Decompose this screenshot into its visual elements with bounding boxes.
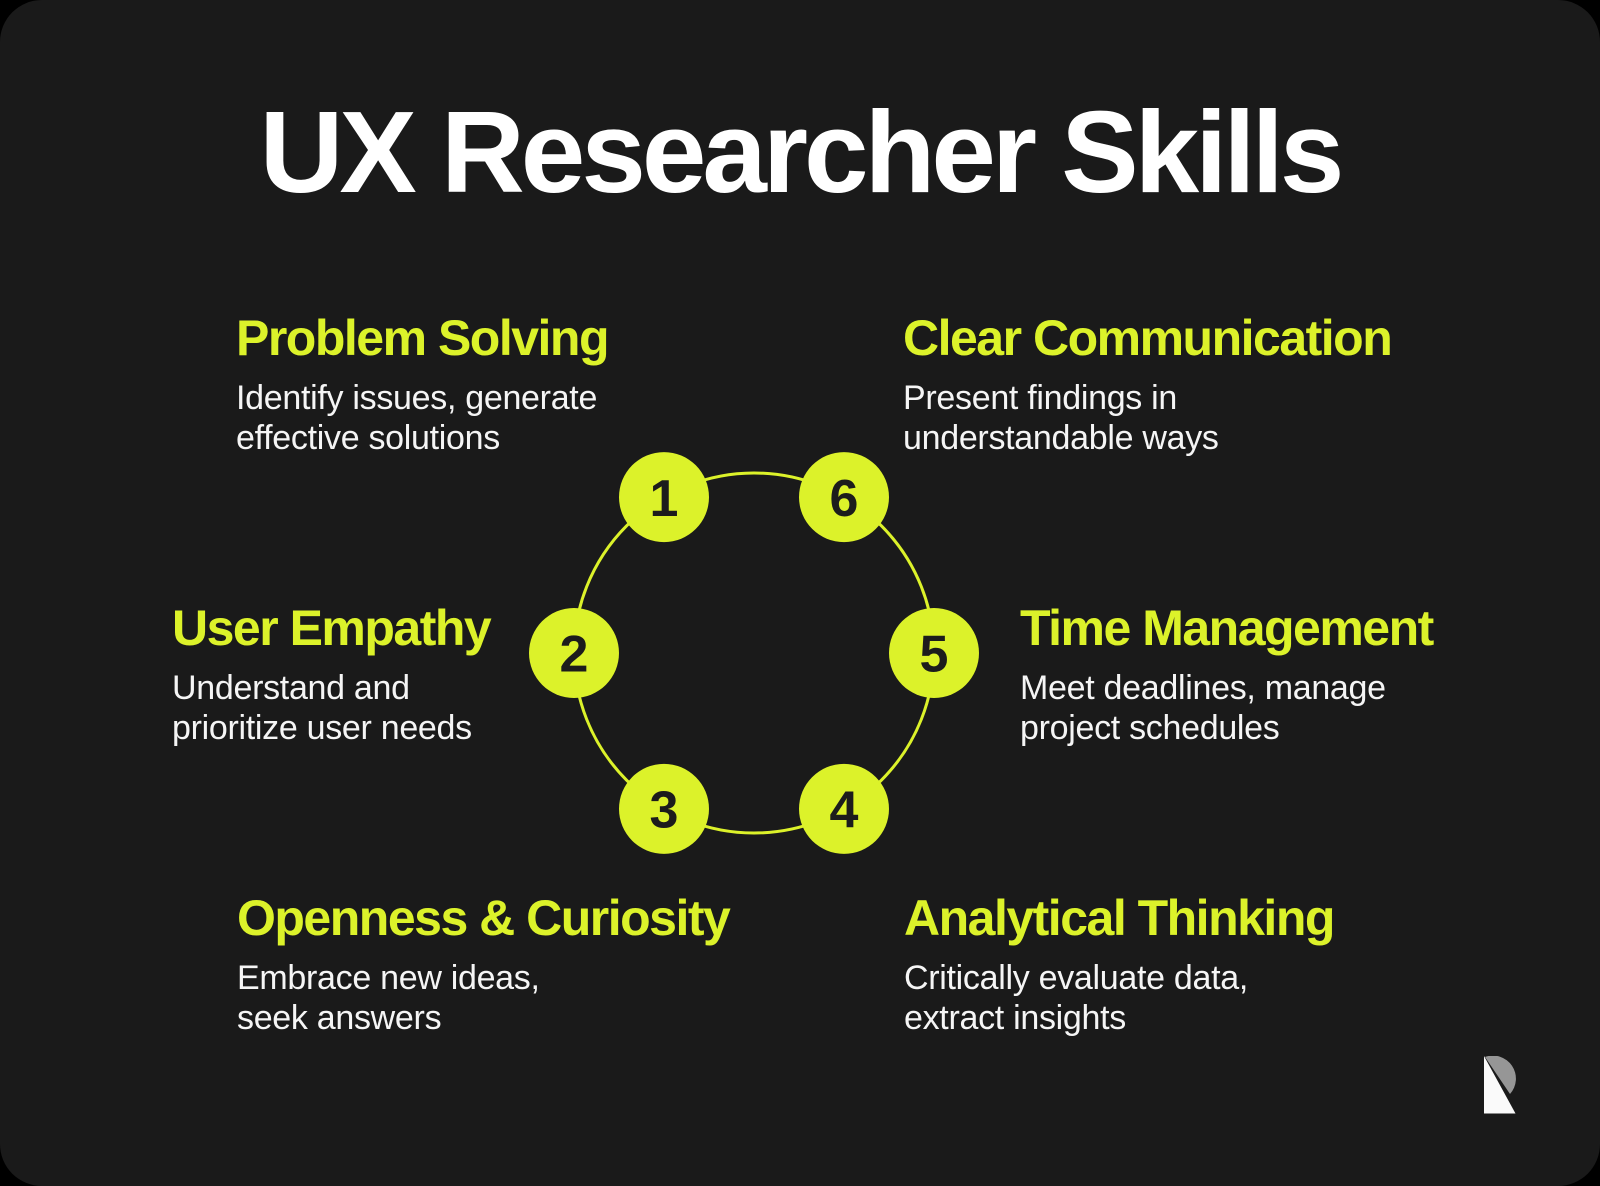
cycle-node-2: 2 — [529, 608, 619, 698]
skill-problem-solving: Problem Solving Identify issues, generat… — [236, 308, 796, 458]
cycle-node-6: 6 — [799, 452, 889, 543]
skill-description: Embrace new ideas, seek answers — [237, 958, 797, 1038]
skill-description: Present findings in understandable ways — [903, 378, 1463, 458]
skill-description-line: seek answers — [237, 999, 442, 1037]
cycle-node-number: 1 — [650, 470, 679, 528]
skill-description-line: Meet deadlines, manage — [1020, 669, 1386, 707]
cycle-diagram-svg: 1 2 3 4 5 6 — [529, 452, 979, 854]
cycle-node-3: 3 — [619, 763, 709, 854]
skill-description-line: effective solutions — [236, 419, 500, 457]
skill-description: Critically evaluate data, extract insigh… — [904, 958, 1464, 1038]
skill-description: Understand and prioritize user needs — [172, 668, 732, 748]
skill-analytical-thinking: Analytical Thinking Critically evaluate … — [904, 888, 1464, 1038]
skill-clear-communication: Clear Communication Present findings in … — [903, 308, 1463, 458]
cycle-node-5: 5 — [889, 608, 979, 698]
skill-description-line: project schedules — [1020, 709, 1280, 747]
cycle-node-circle — [619, 763, 709, 854]
skill-heading: Analytical Thinking — [904, 890, 1335, 946]
skill-user-empathy: User Empathy Understand and prioritize u… — [172, 598, 732, 748]
skill-heading: Openness & Curiosity — [237, 890, 731, 946]
skills-cycle-diagram: 1 2 3 4 5 6 — [524, 423, 984, 883]
skill-description-line: Identify issues, generate — [236, 379, 598, 417]
skill-heading: Problem Solving — [236, 310, 610, 366]
logo-halfcircle — [1485, 1055, 1516, 1094]
cycle-node-circle — [619, 452, 709, 543]
skill-description-line: Embrace new ideas, — [237, 959, 540, 997]
skill-time-management: Time Management Meet deadlines, manage p… — [1020, 598, 1580, 748]
skill-description-line: understandable ways — [903, 419, 1219, 457]
skill-heading: Clear Communication — [903, 310, 1393, 366]
skill-description-line: extract insights — [904, 999, 1126, 1037]
cycle-node-circle — [889, 608, 979, 698]
skill-openness-curiosity: Openness & Curiosity Embrace new ideas, … — [237, 888, 797, 1038]
cycle-node-number: 4 — [830, 782, 859, 840]
cycle-node-circle — [529, 608, 619, 698]
cycle-ring — [572, 471, 936, 835]
cycle-node-1: 1 — [619, 452, 709, 543]
cycle-node-4: 4 — [799, 763, 889, 854]
brand-logo-svg — [1484, 1055, 1516, 1114]
skill-description: Identify issues, generate effective solu… — [236, 378, 796, 458]
logo-triangle — [1484, 1056, 1516, 1114]
cycle-node-number: 6 — [830, 470, 859, 528]
skill-heading: Time Management — [1020, 600, 1434, 656]
cycle-node-circle — [799, 452, 889, 543]
skill-description-line: prioritize user needs — [172, 709, 472, 747]
page-title: UX Researcher Skills — [259, 87, 1345, 217]
cycle-node-number: 2 — [560, 626, 589, 684]
skill-description-line: Present findings in — [903, 379, 1178, 417]
cycle-node-number: 3 — [650, 782, 679, 840]
skill-description: Meet deadlines, manage project schedules — [1020, 668, 1580, 748]
brand-logo-r — [1484, 1055, 1519, 1114]
skill-heading: User Empathy — [172, 600, 492, 656]
cycle-node-circle — [799, 763, 889, 854]
skill-description-line: Understand and — [172, 669, 410, 707]
cycle-node-number: 5 — [920, 626, 949, 684]
skill-description-line: Critically evaluate data, — [904, 959, 1249, 997]
